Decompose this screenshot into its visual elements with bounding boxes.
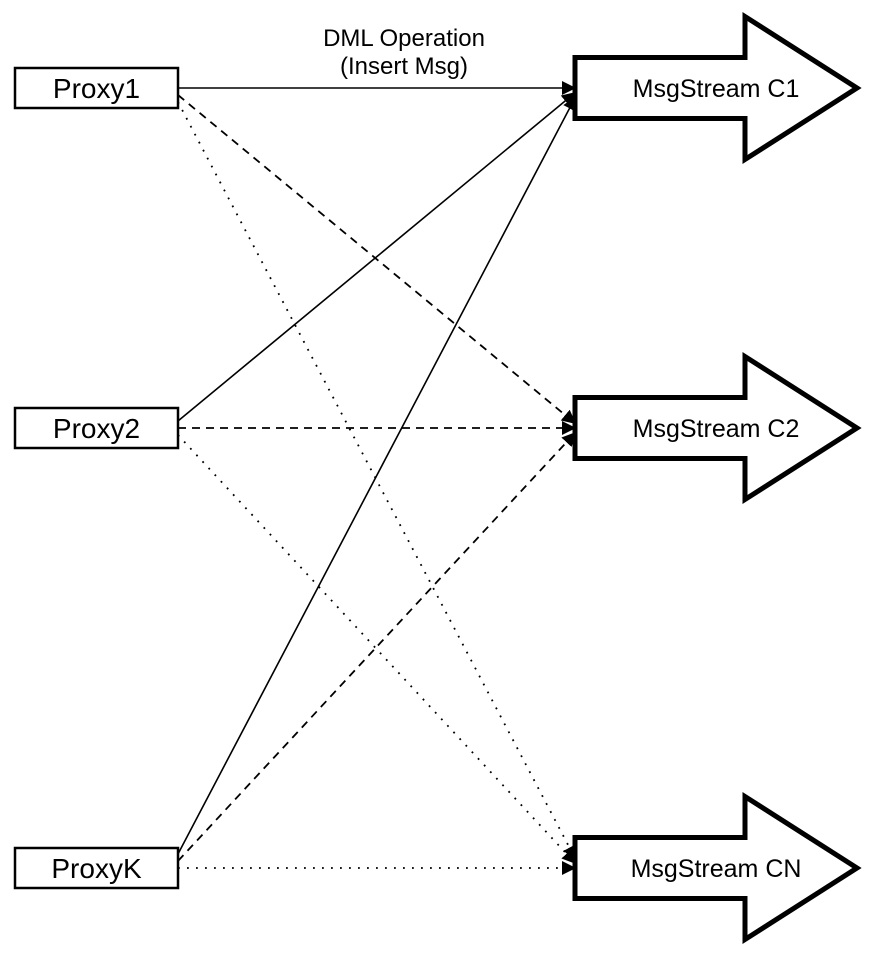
cn-label: MsgStream CN [631,855,802,883]
node-proxy2: Proxy2 [13,406,180,450]
edge-proxy2-to-cn-dotted [177,434,577,865]
c1-block-arrow [572,11,862,165]
edge-proxy1-to-c2-dashed [177,94,577,425]
node-c2: MsgStream C2 [572,351,862,505]
c2-label: MsgStream C2 [633,415,800,443]
proxy2-box [13,406,180,450]
cn-block-arrow [572,791,862,945]
proxy2-label: Proxy2 [53,413,140,444]
c2-block-arrow [572,351,862,505]
edge-proxy2-to-c1-solid [177,91,577,422]
proxyk-label: ProxyK [51,853,142,884]
edge-proxy1-to-cn-dotted [177,101,577,861]
node-cn: MsgStream CN [572,791,862,945]
node-c1: MsgStream C1 [572,11,862,165]
edge-proxyk-to-c1-solid [177,95,577,855]
c1-label: MsgStream C1 [633,75,800,103]
diagram-title-line2: (Insert Msg) [340,53,468,80]
node-proxy1: Proxy1 [13,66,180,110]
node-proxyk: ProxyK [13,846,180,890]
edge-proxyk-to-c2-dashed [177,431,577,862]
edges-layer [177,81,577,875]
proxy1-label: Proxy1 [53,73,140,104]
diagram-title-line1: DML Operation [323,25,485,52]
proxy1-box [13,66,180,110]
proxyk-box [13,846,180,890]
